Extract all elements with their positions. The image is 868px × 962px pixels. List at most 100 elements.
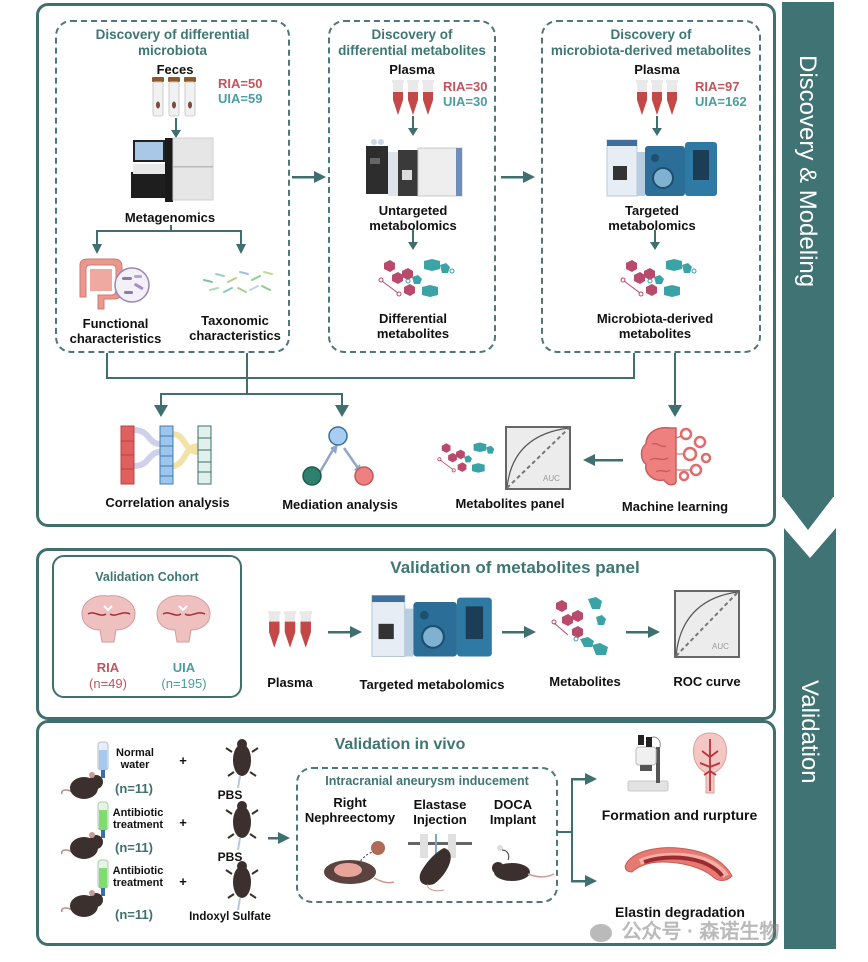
plus-sign: + — [179, 753, 187, 768]
validation-cohort-title: Validation Cohort — [95, 570, 199, 584]
connector — [558, 831, 572, 833]
metabolites-step-label: Metabolites — [549, 674, 621, 689]
validation-label: Validation — [796, 680, 823, 784]
uia-count: UIA=30 — [443, 94, 488, 109]
mouse-injection-icon — [225, 861, 259, 911]
label-line: Antibiotic — [112, 807, 164, 819]
mediation-analysis-icon — [302, 426, 374, 486]
label-line: metabolites — [618, 326, 692, 341]
validation-cohort-box — [52, 555, 242, 698]
correlation-analysis-icon — [120, 425, 212, 485]
in-vivo-title: Validation in vivo — [334, 736, 466, 753]
microbiota-box-title: Discovery of differential microbiota — [60, 27, 285, 59]
nephrectomy-mouse-icon — [324, 841, 395, 884]
group-name: UIA — [172, 660, 196, 675]
connector — [170, 225, 172, 231]
connector — [160, 393, 342, 395]
metabolite-molecules-icon — [551, 597, 608, 655]
label-line: Nephreectomy — [304, 810, 396, 825]
connector — [571, 778, 573, 882]
arrow-down-icon — [335, 393, 349, 417]
treatment-label: Antibiotic treatment — [108, 807, 168, 831]
nephrectomy-label: Right Nephreectomy — [300, 795, 400, 825]
targeted-metabolomics-label: Targeted metabolomics — [587, 203, 717, 233]
arrow-right-icon — [268, 832, 290, 844]
injection-label: PBS — [217, 850, 243, 864]
arrow-down-icon — [652, 116, 662, 136]
arrow-down-icon — [171, 118, 181, 138]
watermark: 公众号 · 森诺生物 — [590, 915, 860, 944]
machine-learning-brain-icon — [640, 426, 712, 486]
arrow-right-icon — [626, 626, 660, 638]
arrow-right-icon — [571, 773, 597, 785]
connector — [106, 353, 108, 378]
label-line: metabolites — [376, 326, 450, 341]
arrow-down-icon — [154, 393, 168, 417]
mouse-injection-icon — [225, 739, 259, 789]
connector — [246, 377, 248, 394]
mass-spectrometer-icon — [366, 139, 463, 197]
label-line: Antibiotic — [112, 865, 164, 877]
doca-implant-mouse-icon — [492, 845, 555, 881]
plasma-step-label: Plasma — [267, 675, 313, 690]
intestine-icon — [79, 258, 150, 310]
plasma-label: Plasma — [634, 62, 680, 77]
functional-characteristics-label: Functional characteristics — [58, 316, 173, 346]
label-line: Targeted — [625, 203, 679, 218]
metabolite-molecules-icon — [620, 259, 697, 297]
title-line: differential metabolites — [338, 43, 486, 58]
roc-curve-step-label: ROC curve — [673, 674, 741, 689]
targeted-metabolomics-step-label: Targeted metabolomics — [359, 677, 505, 692]
microbiota-derived-metabolites-label: Microbiota-derived metabolites — [575, 311, 735, 341]
microscope-icon — [627, 735, 669, 792]
ria-count: RIA=30 — [443, 79, 488, 94]
ria-count: RIA=97 — [695, 79, 740, 94]
auc-label: AUC — [712, 642, 729, 651]
differential-metabolites-label: Differential metabolites — [348, 311, 478, 341]
label-line: Right — [333, 795, 367, 810]
label-line: Microbiota-derived — [596, 311, 714, 326]
group-n: (n=11) — [115, 840, 153, 855]
brain-vasculature-icon — [693, 732, 727, 794]
label-line: Taxonomic — [201, 313, 269, 328]
uia-count: UIA=162 — [695, 94, 747, 109]
arrow-down-icon — [650, 230, 660, 250]
label-line: Implant — [489, 812, 537, 827]
feces-tubes-icon — [152, 77, 196, 117]
label-line: treatment — [112, 877, 164, 889]
connector — [106, 377, 635, 379]
plasma-tubes-icon — [636, 80, 678, 115]
arrow-left-icon — [583, 454, 623, 466]
metabolite-molecules-icon — [378, 259, 455, 297]
validation-band — [784, 567, 836, 949]
formation-rupture-label: Formation and rurpture — [601, 807, 758, 823]
metabolites-box-title: Discovery of differential metabolites — [330, 27, 494, 59]
roc-curve-lines — [675, 591, 739, 657]
uia-count: UIA=59 — [218, 91, 263, 106]
elastase-label: Elastase Injection — [405, 797, 475, 827]
arrow-right-icon — [328, 626, 362, 638]
elastase-injection-mouse-icon — [408, 834, 472, 892]
microbiota-derived-discovery-box — [541, 20, 761, 353]
wechat-icon — [590, 923, 612, 942]
metabolite-molecules-icon — [437, 442, 495, 473]
title-line: microbiota-derived metabolites — [550, 43, 752, 58]
roc-curve-icon: AUC — [674, 590, 740, 658]
arrow-right-icon — [501, 171, 535, 183]
arrow-down-icon — [408, 116, 418, 136]
auc-label: AUC — [543, 474, 560, 483]
roc-curve-lines — [506, 427, 570, 489]
arrow-down-icon — [668, 353, 682, 417]
targeted-ms-instrument-icon — [606, 139, 717, 197]
mediation-analysis-label: Mediation analysis — [282, 497, 398, 512]
plus-sign: + — [179, 874, 187, 889]
label-line: Normal — [116, 747, 154, 759]
title-line: Discovery of differential — [95, 27, 250, 42]
mouse-with-water-bottle-icon — [61, 741, 109, 799]
roc-auc-chart-icon: AUC — [505, 426, 571, 490]
label-line: characteristics — [69, 331, 162, 346]
group-n: (n=195) — [161, 676, 207, 691]
label-line: characteristics — [189, 328, 281, 343]
label-line: Injection — [413, 812, 467, 827]
elastin-degradation-label: Elastin degradation — [615, 904, 745, 920]
